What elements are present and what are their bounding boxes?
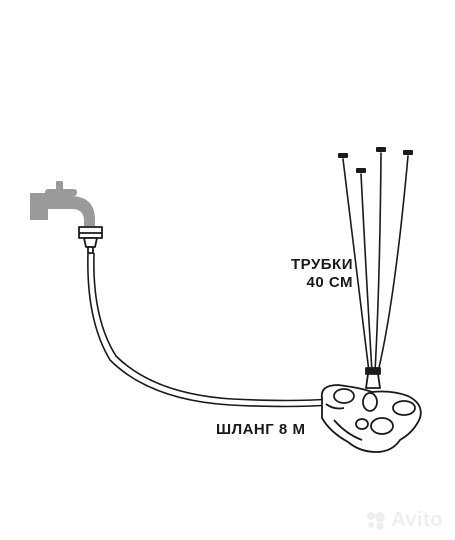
drip-tubes: [342, 152, 409, 373]
faucet-icon: [30, 181, 95, 226]
tubes-label: ТРУБКИ 40 СМ: [265, 256, 353, 292]
drip-splitter-icon: [320, 367, 422, 453]
tubes-label-line-1: ТРУБКИ: [290, 256, 353, 273]
avito-watermark: Avito: [365, 509, 443, 532]
hose-label: ШЛАНГ 8 М: [216, 421, 306, 438]
main-hose: [87, 252, 331, 408]
tubes-label-line-2: 40 СМ: [306, 274, 353, 291]
avito-logo-icon: [367, 511, 386, 529]
hose-connector-icon: [78, 226, 103, 254]
tube-stakes: [338, 147, 413, 173]
watermark-text: Avito: [391, 509, 443, 531]
